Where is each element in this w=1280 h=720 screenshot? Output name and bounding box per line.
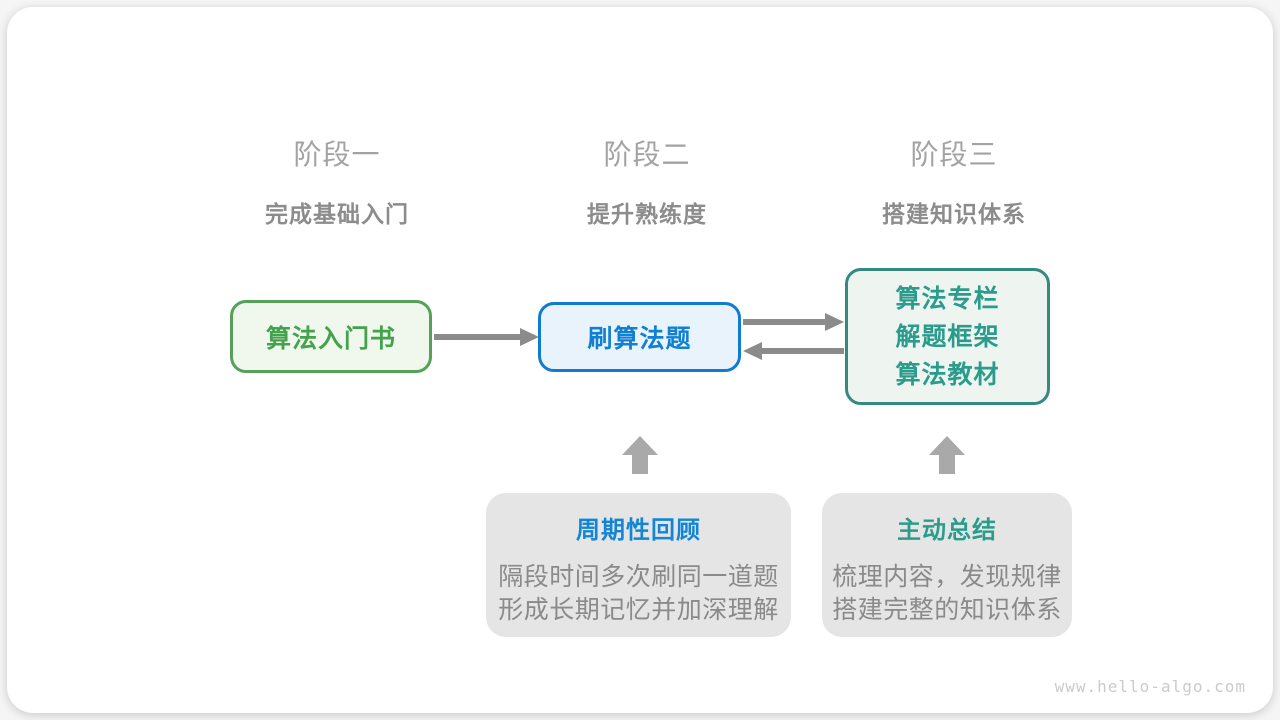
stage1-subtitle: 完成基础入门 <box>265 201 409 227</box>
flow-box-knowledge-sources: 算法专栏 解题框架 算法教材 <box>845 268 1050 405</box>
flow-box-line-solution-framework: 解题框架 <box>895 322 1000 351</box>
stage3-subtitle: 搭建知识体系 <box>882 201 1026 227</box>
flow-box-line-algorithm-textbook: 算法教材 <box>895 360 1000 389</box>
note-active-summary-body-line2: 搭建完整的知识体系 <box>832 596 1062 624</box>
flow-box-intro-book-label: 算法入门书 <box>265 324 396 353</box>
flow-box-intro-book: 算法入门书 <box>230 300 432 373</box>
stage1-label: 阶段一 <box>293 139 381 170</box>
stage2-label: 阶段二 <box>603 139 691 170</box>
note-box-active-summary: 主动总结 梳理内容，发现规律 搭建完整的知识体系 <box>822 493 1072 637</box>
flow-box-practice-problems: 刷算法题 <box>538 302 741 372</box>
stage2-header: 阶段二 提升熟练度 <box>517 133 777 229</box>
stage1-header: 阶段一 完成基础入门 <box>207 133 467 229</box>
flow-box-line-algorithm-column: 算法专栏 <box>895 284 1000 313</box>
stage3-label: 阶段三 <box>910 139 998 170</box>
note-periodic-review-title: 周期性回顾 <box>576 517 701 544</box>
flow-box-practice-problems-label: 刷算法题 <box>587 325 692 353</box>
note-periodic-review-body-line1: 隔段时间多次刷同一道题 <box>498 563 779 591</box>
stage3-header: 阶段三 搭建知识体系 <box>824 133 1084 229</box>
note-active-summary-body: 梳理内容，发现规律 搭建完整的知识体系 <box>822 561 1072 627</box>
note-active-summary-title: 主动总结 <box>897 517 997 544</box>
watermark-url: www.hello-algo.com <box>1054 677 1246 696</box>
note-box-periodic-review: 周期性回顾 隔段时间多次刷同一道题 形成长期记忆并加深理解 <box>486 493 791 637</box>
stage2-subtitle: 提升熟练度 <box>587 201 707 227</box>
note-periodic-review-body: 隔段时间多次刷同一道题 形成长期记忆并加深理解 <box>486 561 791 627</box>
note-active-summary-body-line1: 梳理内容，发现规律 <box>832 563 1062 591</box>
note-periodic-review-body-line2: 形成长期记忆并加深理解 <box>498 596 779 624</box>
